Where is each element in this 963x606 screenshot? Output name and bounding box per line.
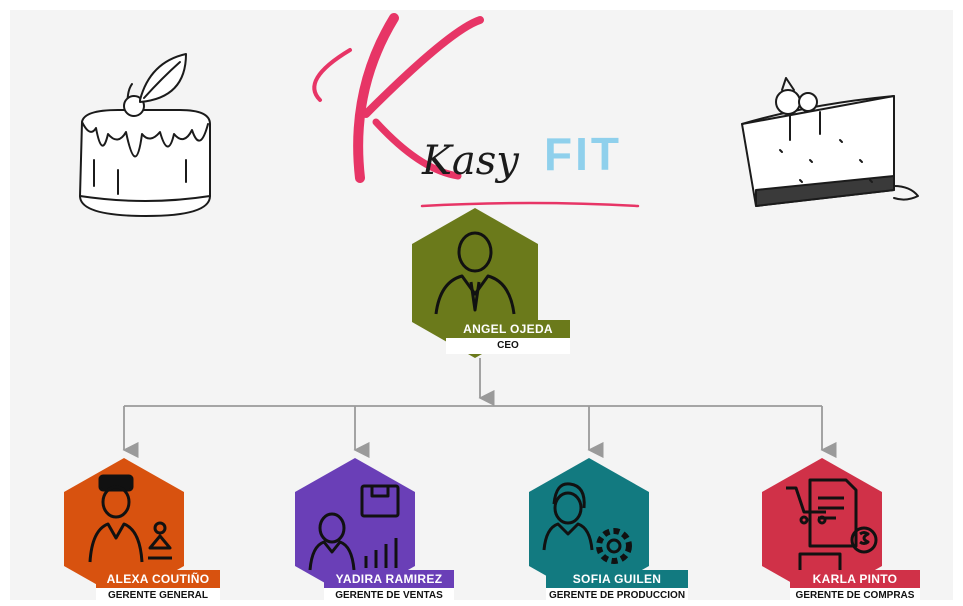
manager-hexagon <box>529 458 649 600</box>
connector-lines <box>122 358 837 459</box>
kasyfit-logo <box>312 13 640 208</box>
manager-name: SOFIA GUILEN <box>546 570 688 588</box>
cheesecake-illustration <box>741 77 919 207</box>
org-chart-canvas: Kasy FIT <box>10 10 953 604</box>
ceo-role: CEO <box>446 338 570 354</box>
pudding-cake-illustration <box>79 53 211 217</box>
manager-node-general[interactable] <box>64 458 184 600</box>
manager-label-produccion: SOFIA GUILEN GERENTE DE PRODUCCION <box>546 570 688 604</box>
manager-role: GERENTE DE COMPRAS <box>790 588 920 604</box>
logo-script-text: Kasy <box>421 138 520 184</box>
manager-role: GERENTE GENERAL <box>96 588 220 604</box>
woman-gear-icon <box>542 482 632 564</box>
manager-hexagon <box>762 458 882 600</box>
manager-name: YADIRA RAMIREZ <box>324 570 454 588</box>
manager-node-ventas[interactable] <box>295 458 415 600</box>
manager-label-general: ALEXA COUTIÑO GERENTE GENERAL <box>96 570 220 604</box>
ceo-label: ANGEL OJEDA CEO <box>446 320 570 354</box>
purchase-document-icon <box>786 478 878 570</box>
manager-name: KARLA PINTO <box>790 570 920 588</box>
manager-team-icon <box>88 474 172 563</box>
manager-node-compras[interactable] <box>762 458 882 600</box>
manager-name: ALEXA COUTIÑO <box>96 570 220 588</box>
ceo-name: ANGEL OJEDA <box>446 320 570 338</box>
manager-role: GERENTE DE PRODUCCION <box>546 588 688 604</box>
manager-label-ventas: YADIRA RAMIREZ GERENTE DE VENTAS <box>324 570 454 604</box>
businessman-icon <box>434 231 516 315</box>
manager-role: GERENTE DE VENTAS <box>324 588 454 604</box>
org-chart-graphics: Kasy FIT <box>64 13 919 600</box>
manager-node-produccion[interactable] <box>529 458 649 600</box>
manager-hexagon <box>64 458 184 600</box>
manager-label-compras: KARLA PINTO GERENTE DE COMPRAS <box>790 570 920 604</box>
logo-fit-text: FIT <box>544 128 622 180</box>
saleswoman-chart-icon <box>308 484 400 571</box>
